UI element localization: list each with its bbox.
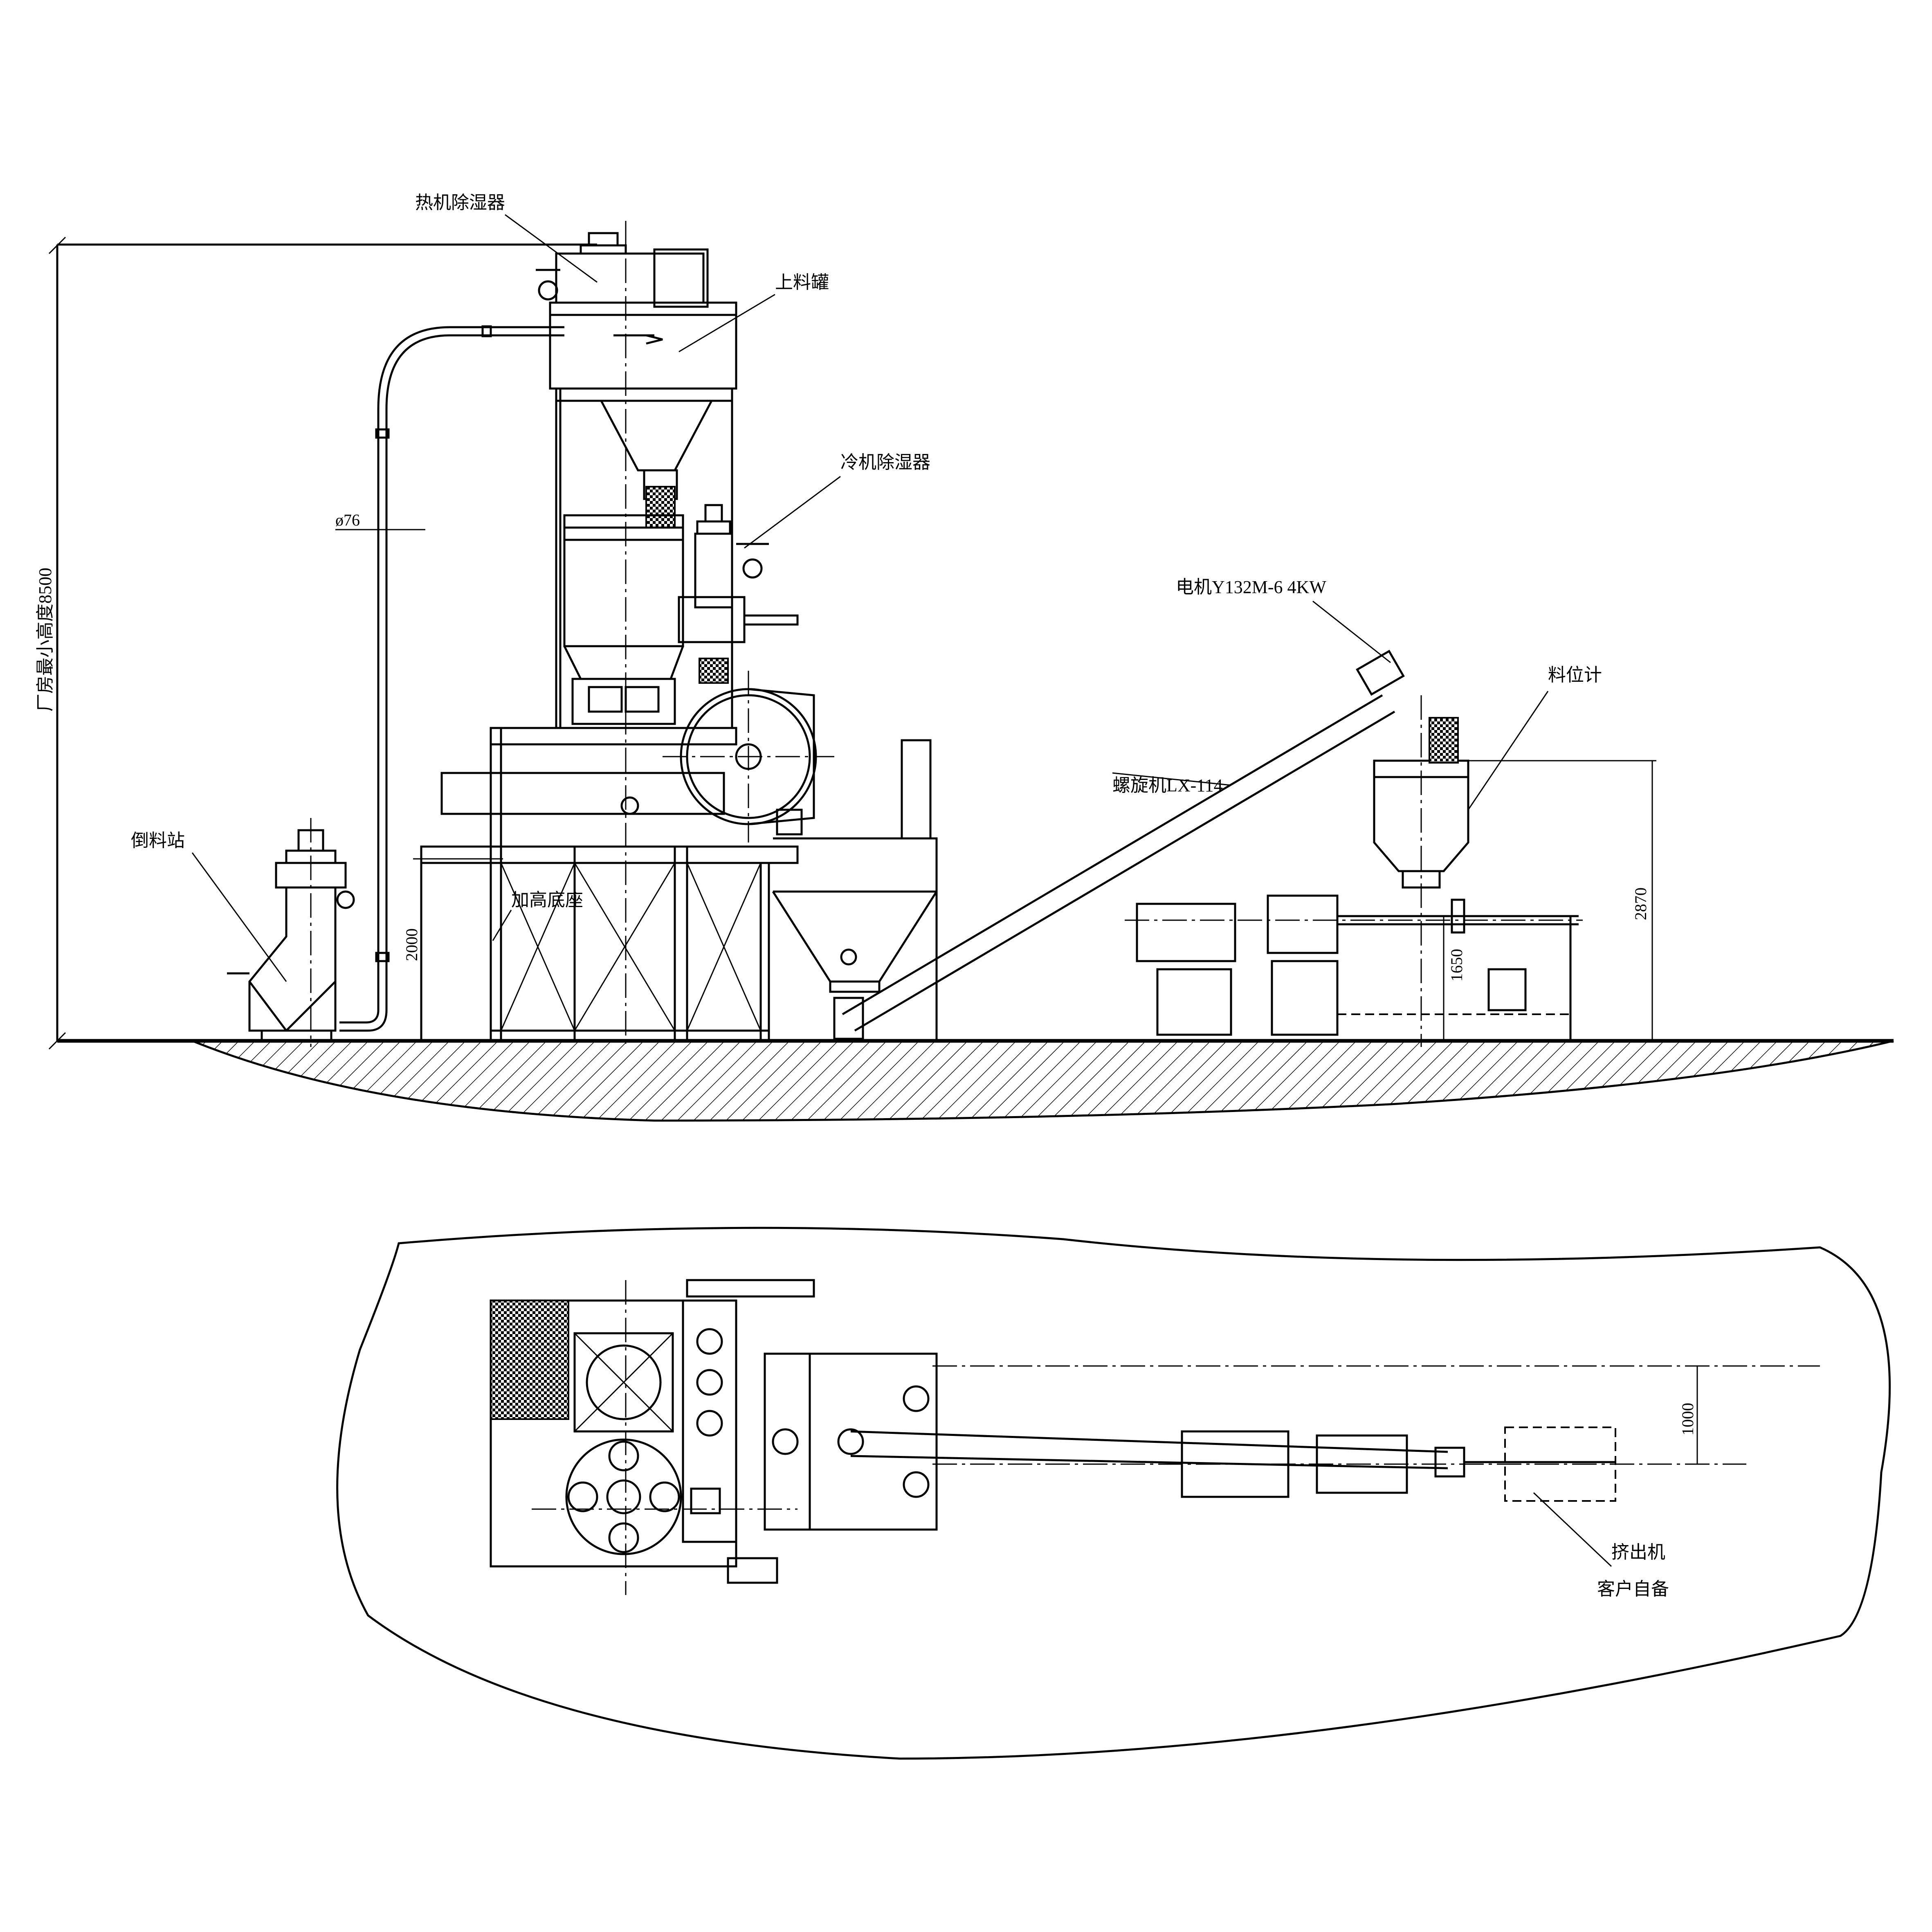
workshop-height-label: 厂房最小高度8500	[35, 568, 55, 712]
mesh-section-hopper	[1429, 717, 1459, 764]
elevation-view: 厂房最小高度8500 倒料站 ø76	[35, 193, 1894, 1122]
offset-1000-label: 1000	[1678, 1403, 1697, 1436]
plan-tower	[490, 1279, 815, 1595]
dumping-station: 倒料站	[131, 818, 355, 1047]
pipe-diameter-label: ø76	[335, 511, 360, 529]
customer-supplied-label: 客户自备	[1597, 1579, 1669, 1599]
height-1650-label: 1650	[1447, 949, 1466, 982]
side-hopper	[772, 739, 938, 1041]
mesh-section-lower	[699, 658, 729, 684]
raised-base: 加高底座	[420, 727, 799, 1042]
cold-dehumidifier-label: 冷机除湿器	[840, 452, 930, 472]
dryer-tower: 热机除湿器 上料罐	[415, 193, 829, 1047]
plan-mesh	[490, 1300, 569, 1420]
thermal-dehumidifier-label: 热机除湿器	[415, 193, 505, 213]
extruder-elevation: 2870 料位计 1650	[1125, 665, 1656, 1047]
plan-view: 1000 挤出机 客户自备	[336, 1227, 1891, 1760]
plan-screw-and-extruder: 1000 挤出机 客户自备	[850, 1365, 1820, 1599]
mesh-section-upper	[645, 486, 676, 528]
ground	[57, 1039, 1894, 1122]
height-2870-label: 2870	[1631, 887, 1650, 920]
extruder-label: 挤出机	[1611, 1542, 1665, 1562]
cold-dehumidifier: 冷机除湿器	[678, 452, 930, 643]
motor-label: 电机Y132M-6 4KW	[1176, 577, 1326, 597]
dumping-station-label: 倒料站	[131, 831, 185, 851]
level-gauge-label: 料位计	[1548, 665, 1602, 685]
screw-conveyor: 螺旋机LX-114 电机Y132M-6 4KW	[833, 577, 1405, 1040]
workshop-height-dimension: 厂房最小高度8500	[35, 236, 597, 1050]
rotary-drum	[620, 658, 834, 842]
plan-hopper-bin	[764, 1352, 938, 1531]
conveying-pipe: ø76 2000	[335, 325, 564, 1041]
feed-tank-label: 上料罐	[775, 272, 829, 292]
height-2000-label: 2000	[402, 928, 421, 961]
raised-base-label: 加高底座	[511, 890, 583, 910]
